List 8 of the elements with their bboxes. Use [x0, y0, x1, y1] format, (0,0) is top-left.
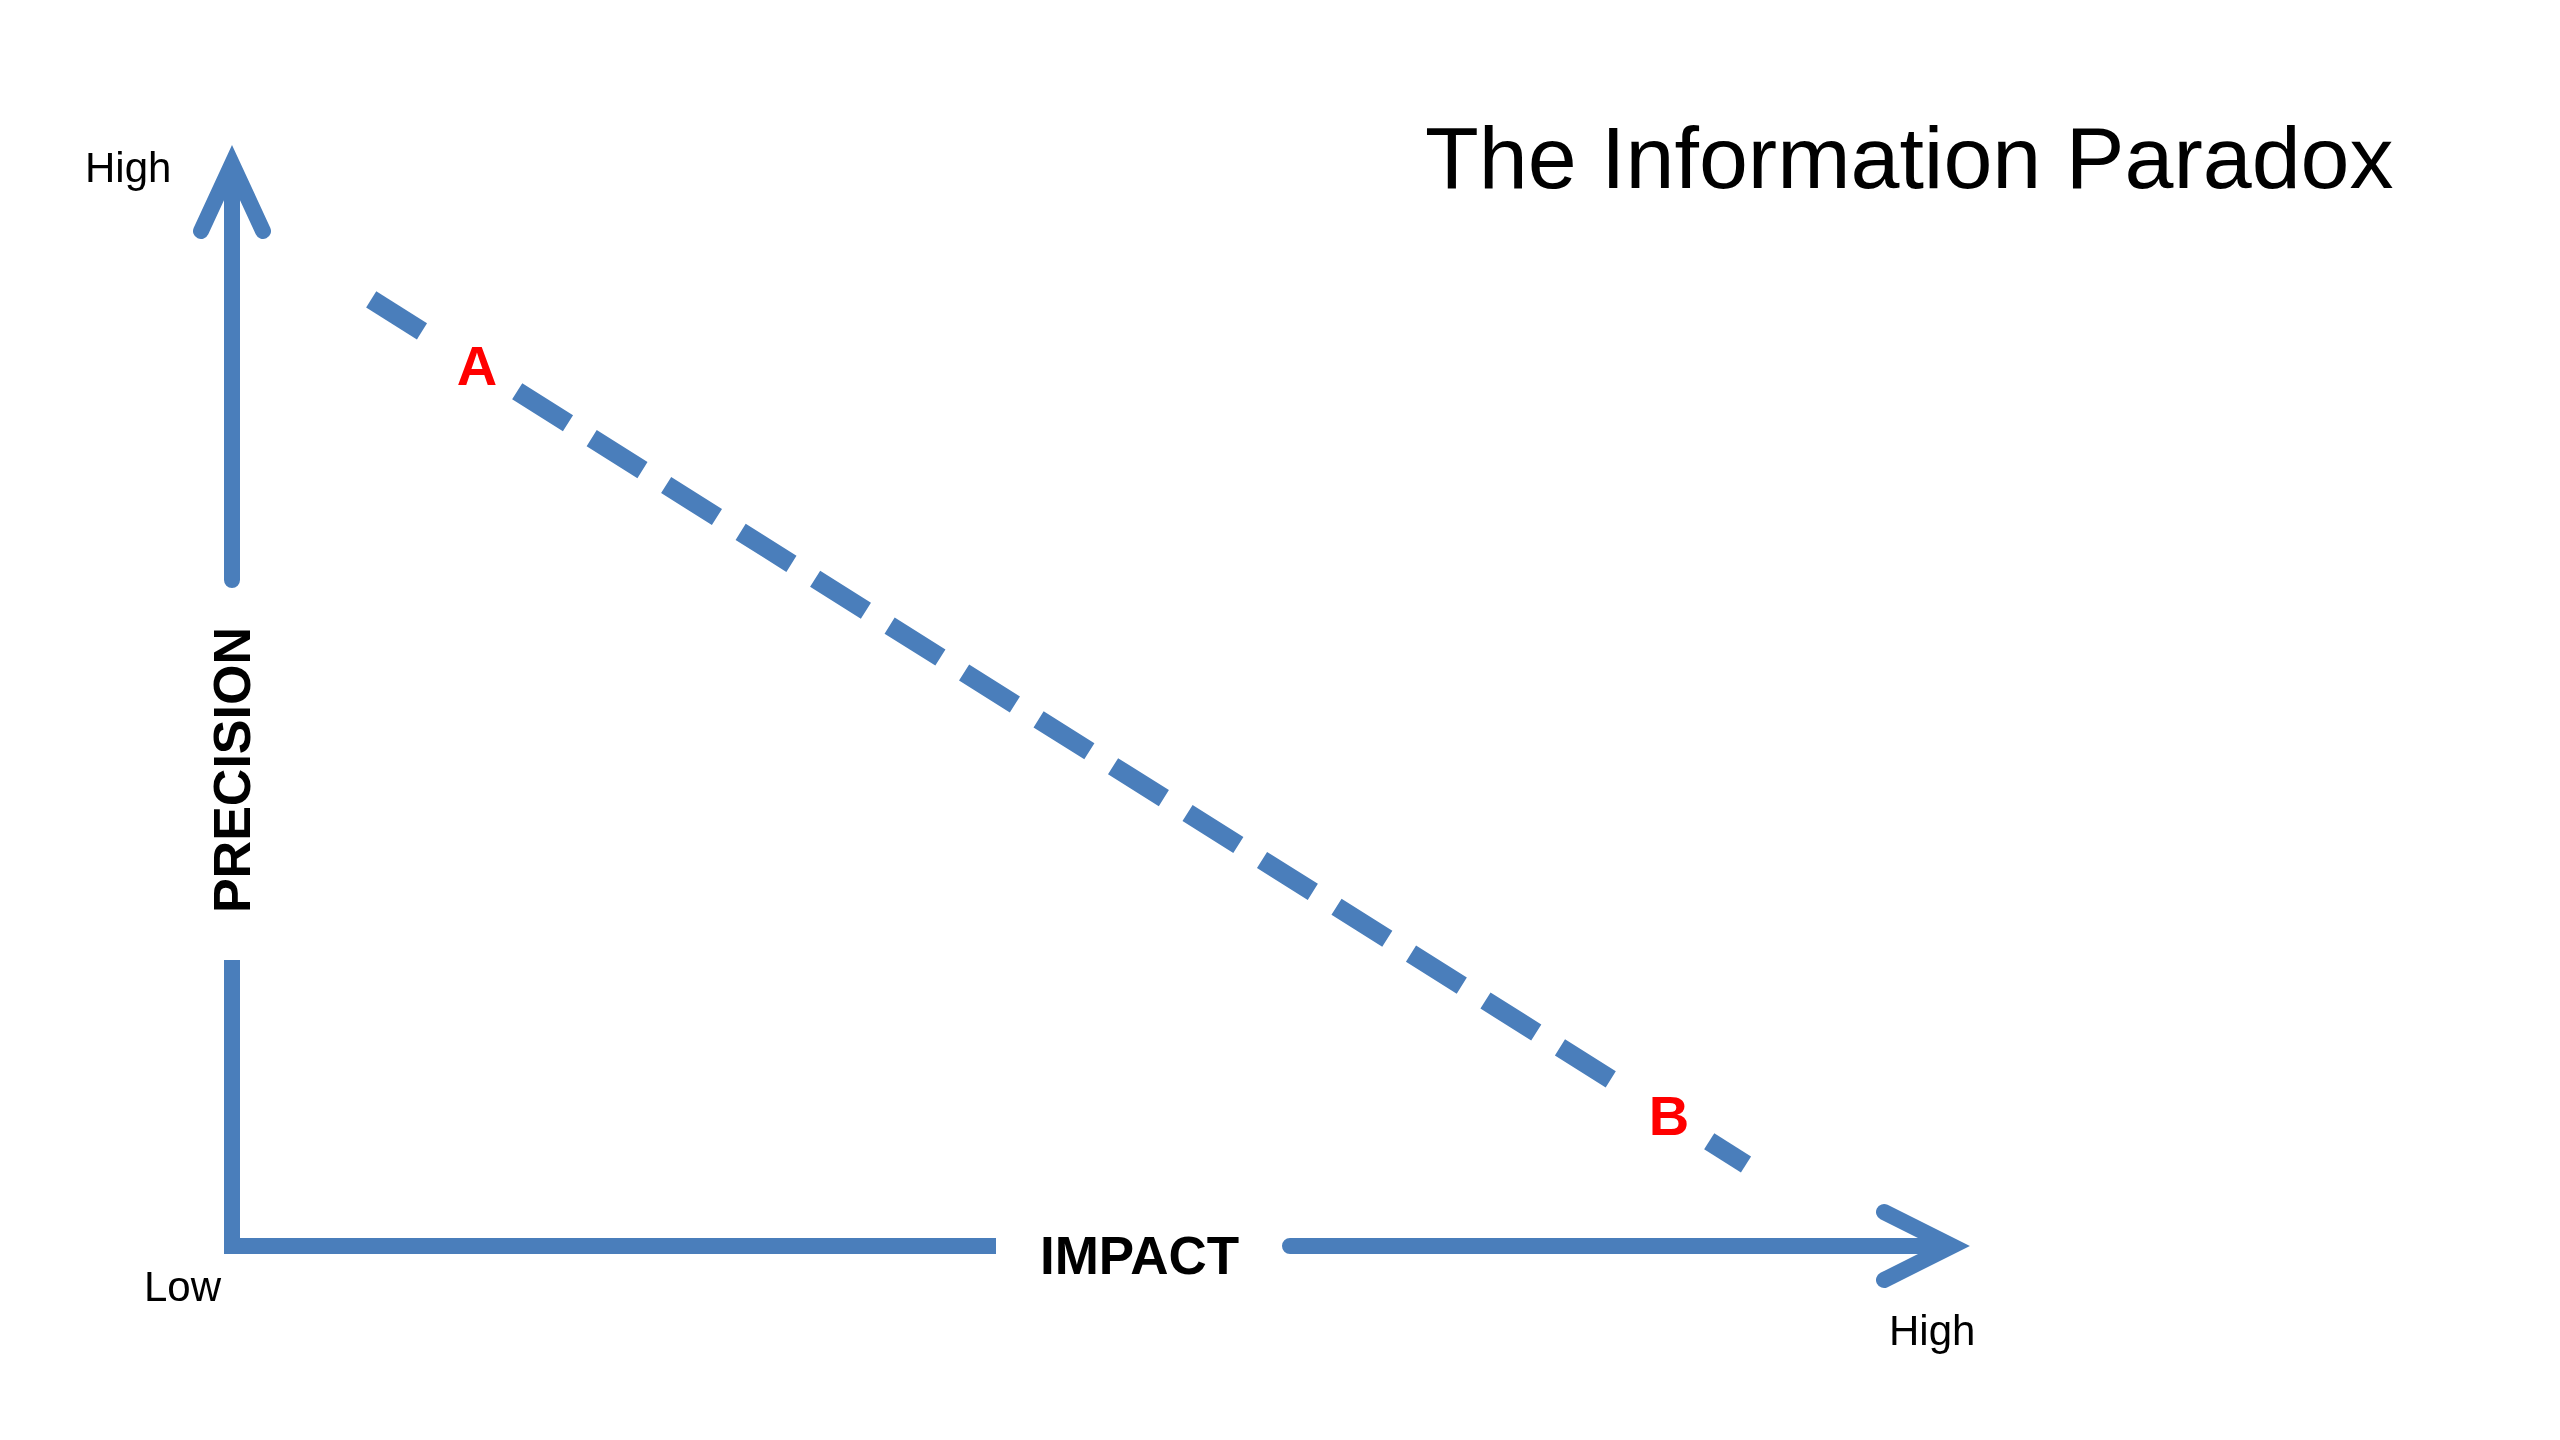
axis-end-label: High — [1889, 1310, 1976, 1352]
axis-title: PRECISION — [206, 627, 258, 914]
axis-title: IMPACT — [1040, 1229, 1240, 1282]
axis-end-label: High — [85, 147, 172, 189]
title: The Information Paradox — [1425, 114, 2394, 202]
point-label: A — [436, 332, 518, 400]
point-label: B — [1628, 1082, 1710, 1150]
axis-end-label: Low — [144, 1266, 222, 1308]
